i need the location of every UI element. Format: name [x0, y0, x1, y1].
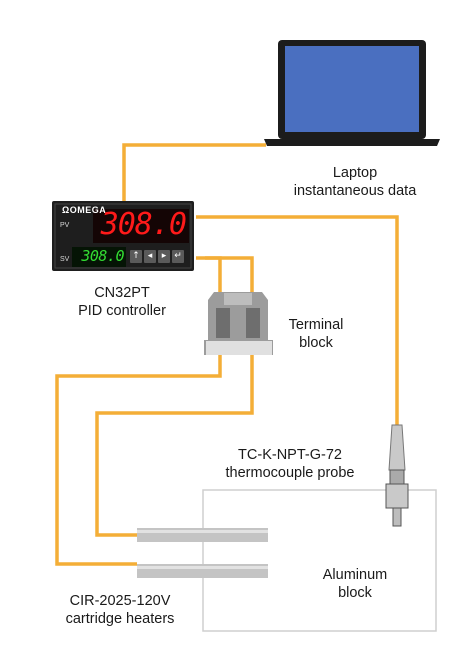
probe-cable-sheath — [388, 424, 406, 471]
terminal-base — [206, 341, 272, 355]
wire-terminal-to-heater-top — [55, 355, 222, 566]
right-button[interactable]: ▸ — [158, 250, 170, 263]
heaters-label-line2: cartridge heaters — [65, 611, 175, 627]
laptop-label-line1: Laptop — [332, 165, 378, 181]
pv-window — [93, 209, 189, 243]
controller-label-line1: CN32PT — [94, 285, 150, 301]
terminal-top — [224, 293, 252, 305]
terminal-label-line1: Terminal — [288, 317, 344, 333]
heater-top-highlight — [137, 530, 268, 533]
controller-label: CN32PT PID controller — [62, 284, 182, 320]
controller-label-line2: PID controller — [78, 303, 166, 319]
laptop-screen — [285, 46, 419, 132]
wires — [55, 143, 399, 566]
enter-button[interactable]: ↵ — [172, 250, 184, 263]
terminal-label: Terminal block — [276, 316, 356, 352]
wire-controller-to-probe — [196, 215, 399, 425]
left-button[interactable]: ◂ — [144, 250, 156, 263]
cartridge-heaters — [137, 528, 268, 578]
heaters-label: CIR-2025-120V cartridge heaters — [45, 592, 195, 628]
probe-label-line2: thermocouple probe — [225, 465, 355, 481]
probe-label-line1: TC-K-NPT-G-72 — [238, 447, 342, 463]
probe-tip — [392, 507, 402, 527]
wire-controller-to-terminal-a — [196, 256, 222, 292]
thermocouple-probe — [385, 424, 409, 527]
wire-laptop-to-controller — [122, 143, 266, 203]
sv-display: 308.0 — [81, 247, 124, 265]
sv-window — [72, 247, 126, 267]
aluminum-label-line2: block — [338, 585, 372, 601]
laptop-label-line2: instantaneous data — [293, 183, 417, 199]
up-button[interactable]: ↑ — [130, 250, 142, 263]
terminal-slot-right — [246, 308, 260, 338]
controller-bezel — [54, 203, 192, 269]
pv-tag: PV — [60, 222, 70, 229]
aluminum-label-line1: Aluminum — [322, 567, 388, 583]
heater-bottom-highlight — [137, 566, 268, 569]
terminal-block — [204, 292, 273, 355]
laptop — [264, 40, 440, 146]
terminal-label-line2: block — [299, 335, 333, 351]
aluminum-label: Aluminum block — [305, 566, 405, 602]
sv-tag: SV — [60, 256, 70, 263]
controller-brand: ΩOMEGA — [62, 205, 107, 215]
wire-terminal-to-heater-bottom — [95, 355, 254, 537]
laptop-base — [264, 139, 440, 146]
probe-label: TC-K-NPT-G-72 thermocouple probe — [205, 446, 375, 482]
wire-controller-to-terminal-b — [205, 256, 254, 292]
probe-fitting — [385, 483, 409, 509]
pv-display: 308.0 — [100, 207, 187, 242]
terminal-block-body — [204, 292, 273, 355]
laptop-label: Laptop instantaneous data — [280, 164, 430, 200]
terminal-slot-left — [216, 308, 230, 338]
heaters-label-line1: CIR-2025-120V — [69, 593, 171, 609]
probe-nut — [389, 469, 405, 485]
